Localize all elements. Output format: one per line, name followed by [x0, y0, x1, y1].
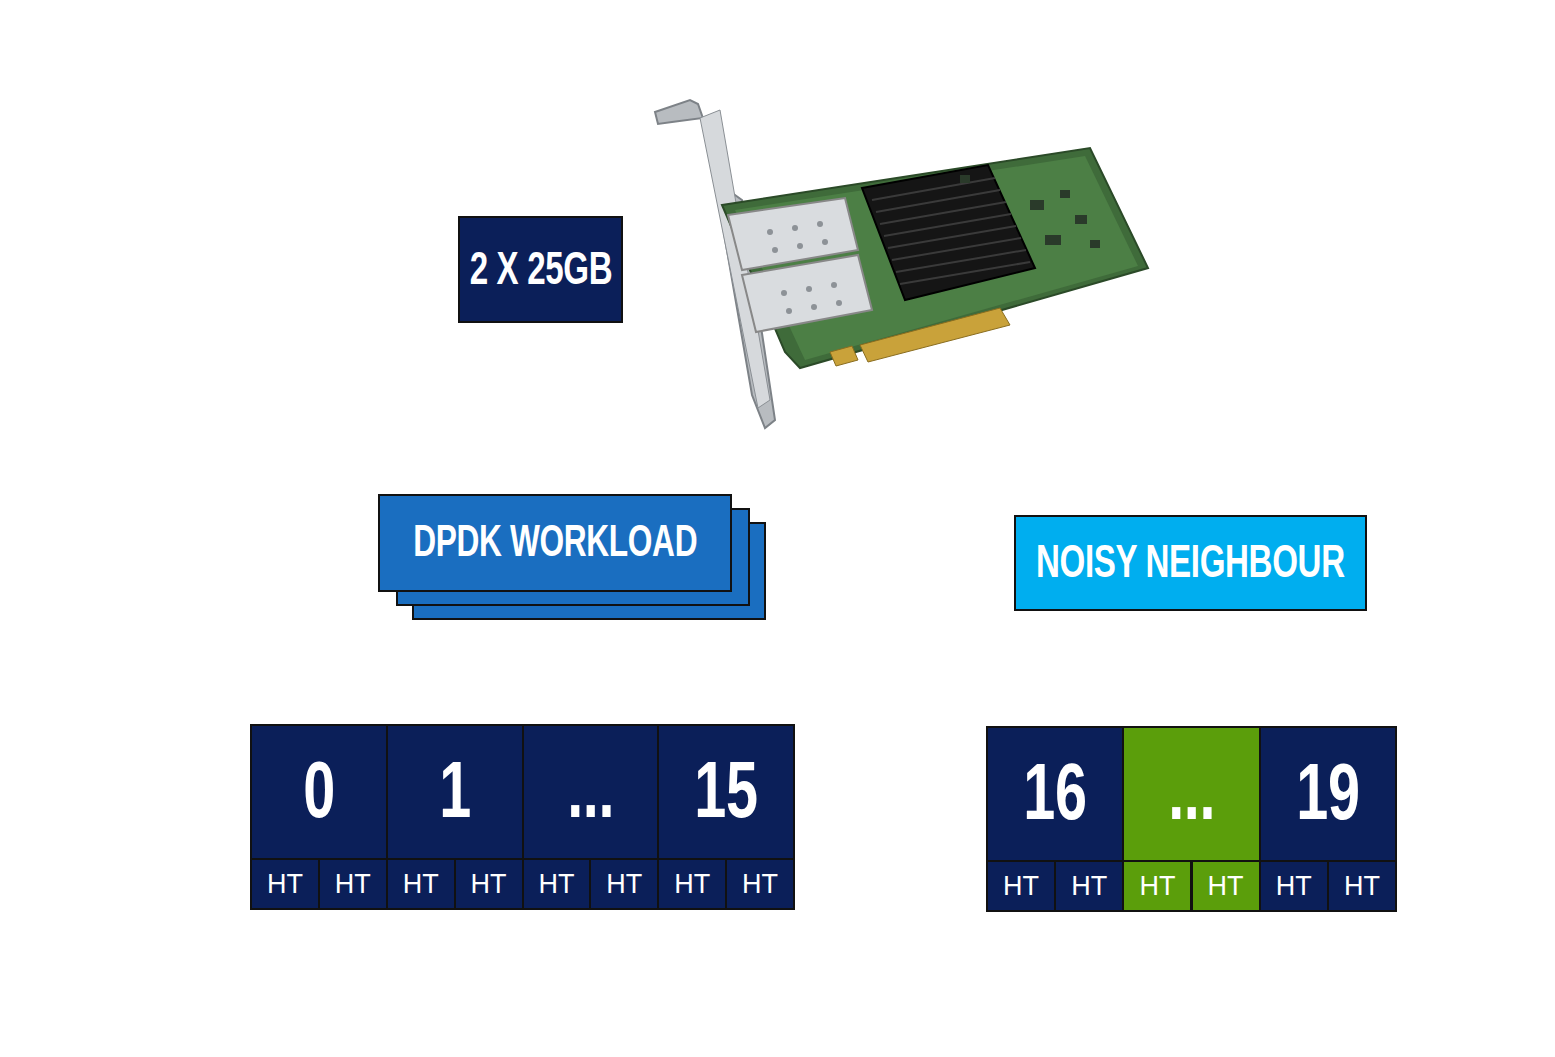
- box-label: DPDK WORKLOAD: [413, 519, 697, 563]
- thread-cell: HT: [1054, 860, 1124, 912]
- thread-cell: HT: [589, 858, 659, 910]
- pcie-connector: [830, 308, 1010, 366]
- thread-cell: HT: [386, 858, 456, 910]
- sfp-cages: [728, 198, 872, 332]
- thread-label: HT: [742, 871, 778, 898]
- pcb: [722, 148, 1148, 368]
- pcb-components: [960, 175, 1100, 248]
- box-label: 2 X 25GB: [469, 245, 612, 291]
- thread-label: HT: [335, 871, 371, 898]
- heatsink: [862, 165, 1035, 300]
- box-label: 19: [1296, 752, 1359, 832]
- bandwidth-box: 2 X 25GB: [458, 216, 623, 323]
- thread-label: HT: [403, 871, 439, 898]
- core-cell: 0: [250, 724, 388, 860]
- thread-cell: HT: [725, 858, 795, 910]
- core-cell: 15: [657, 724, 795, 860]
- thread-cell: HT: [1259, 860, 1329, 912]
- thread-cell: HT: [986, 860, 1056, 912]
- neighbour-box: NOISY NEIGHBOUR: [1014, 515, 1367, 611]
- core-cell: 16: [986, 726, 1124, 862]
- thread-label: HT: [674, 871, 710, 898]
- box-label: 16: [1023, 752, 1086, 832]
- core-cell: ...: [1122, 726, 1260, 862]
- thread-label: HT: [1003, 873, 1039, 900]
- box-label: ...: [1168, 752, 1215, 832]
- thread-label: HT: [1276, 873, 1312, 900]
- thread-cell: HT: [318, 858, 388, 910]
- box-label: NOISY NEIGHBOUR: [1036, 538, 1345, 584]
- thread-label: HT: [1208, 873, 1244, 900]
- thread-cell: HT: [1122, 860, 1192, 912]
- thread-cell: HT: [1327, 860, 1397, 912]
- thread-label: HT: [267, 871, 303, 898]
- workload-box: DPDK WORKLOAD: [378, 494, 732, 592]
- box-label: 15: [694, 750, 757, 830]
- box-label: 0: [303, 750, 335, 830]
- core-cell: 1: [386, 724, 524, 860]
- thread-cell: HT: [657, 858, 727, 910]
- thread-cell: HT: [1191, 860, 1261, 912]
- thread-label: HT: [1139, 873, 1175, 900]
- thread-label: HT: [1071, 873, 1107, 900]
- box-label: ...: [567, 750, 614, 830]
- thread-label: HT: [1344, 873, 1380, 900]
- thread-label: HT: [606, 871, 642, 898]
- core-cell: ...: [522, 724, 660, 860]
- thread-label: HT: [538, 871, 574, 898]
- core-cell: 19: [1259, 726, 1397, 862]
- thread-label: HT: [471, 871, 507, 898]
- box-label: 1: [439, 750, 471, 830]
- thread-cell: HT: [522, 858, 592, 910]
- thread-cell: HT: [454, 858, 524, 910]
- thread-cell: HT: [250, 858, 320, 910]
